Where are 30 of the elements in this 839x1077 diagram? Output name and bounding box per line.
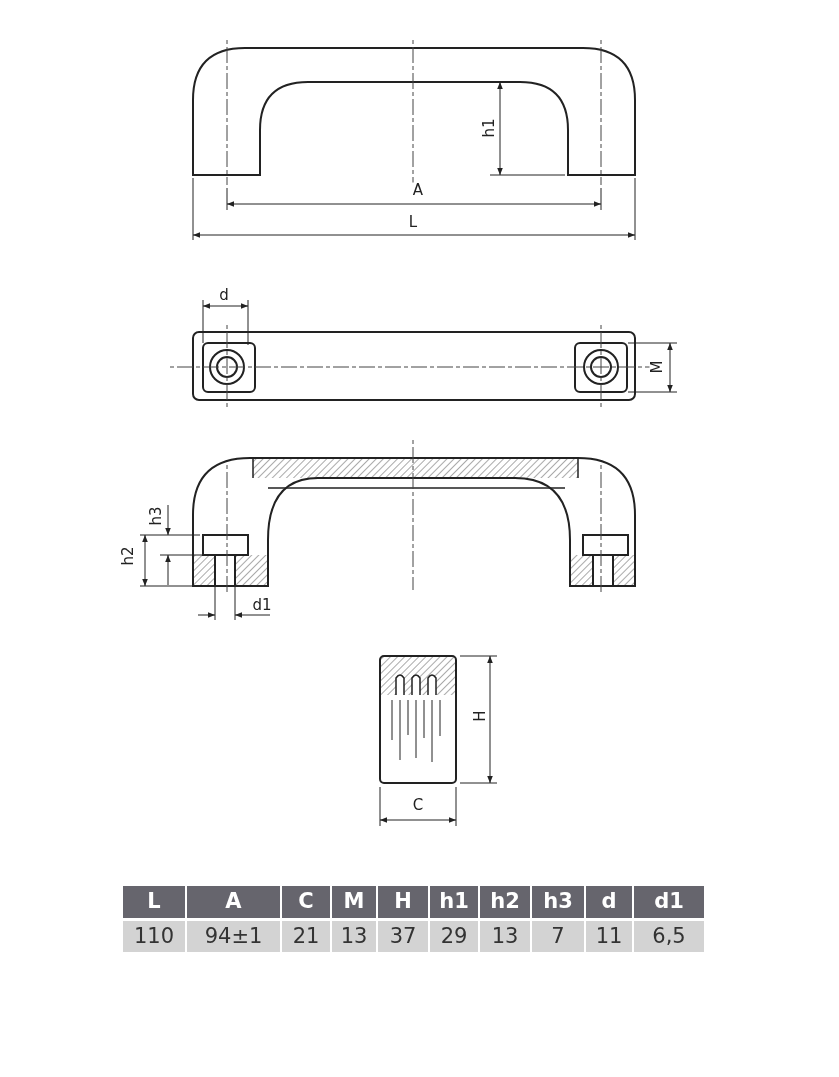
table-cell: 110	[123, 921, 185, 952]
table-header-cell: A	[187, 886, 280, 918]
table-header-cell: H	[378, 886, 428, 918]
dimension-label: H	[472, 709, 488, 723]
table-header-cell: C	[282, 886, 330, 918]
dimension-label: M	[649, 359, 665, 375]
table-cell: 94±1	[187, 921, 280, 952]
dimension-label: d	[218, 287, 230, 303]
table-cell: 13	[480, 921, 530, 952]
table-cell: 21	[282, 921, 330, 952]
table-cell: 13	[332, 921, 376, 952]
table-cell: 7	[532, 921, 584, 952]
dimension-label: C	[411, 797, 425, 813]
dimension-label: d1	[251, 597, 273, 613]
table-header-cell: h3	[532, 886, 584, 918]
table-header-cell: d1	[634, 886, 704, 918]
table-header-cell: M	[332, 886, 376, 918]
table-cell: 29	[430, 921, 478, 952]
table-header-cell: h2	[480, 886, 530, 918]
table-header-cell: L	[123, 886, 185, 918]
dimension-label: h3	[148, 505, 164, 527]
dimension-label: L	[407, 214, 419, 230]
table-cell: 6,5	[634, 921, 704, 952]
dimension-label: A	[411, 182, 425, 198]
table-cell: 37	[378, 921, 428, 952]
table-header-cell: d	[586, 886, 632, 918]
table-cell: 11	[586, 921, 632, 952]
dimension-label: h2	[120, 545, 136, 567]
dimension-label: h1	[481, 117, 497, 139]
table-header-cell: h1	[430, 886, 478, 918]
